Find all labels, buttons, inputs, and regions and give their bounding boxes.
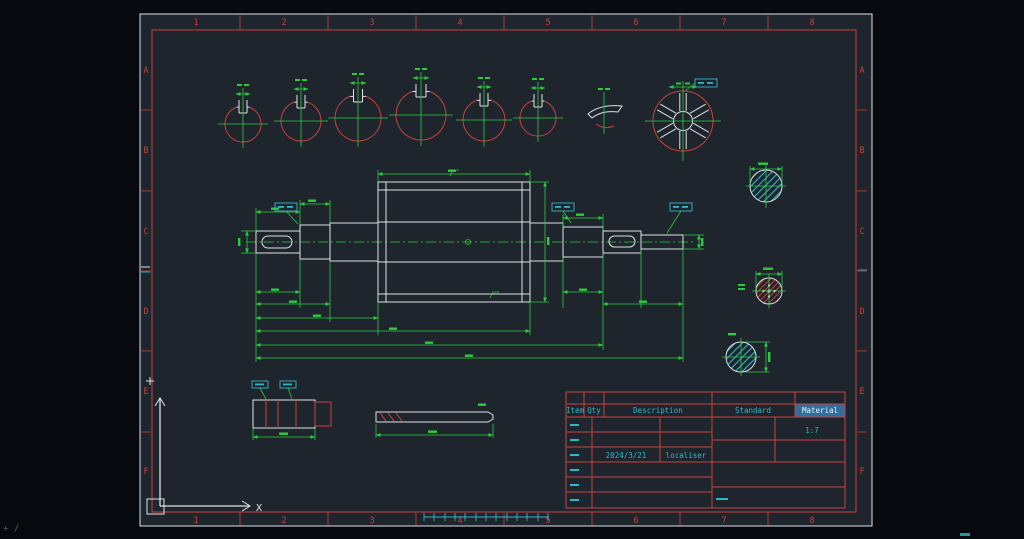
shaft-end-detail-view[interactable] [251,380,332,440]
cross-section-view-1[interactable] [746,162,786,209]
parts-header-standard: Standard [735,406,771,415]
section-view-4[interactable] [389,68,453,146]
zone-letter: C [143,227,148,237]
title-block-part-name: localiser [666,451,707,460]
zone-number: 4 [457,516,462,526]
section-view-1[interactable] [218,84,268,148]
shaft-callouts [274,202,693,234]
zone-number: 2 [281,516,286,526]
zone-number: 6 [633,516,638,526]
dimension-lines [238,169,704,360]
section-view-6[interactable] [513,78,563,142]
zone-letter: F [859,467,864,477]
parts-list-table: Item Qty Description Standard Material [565,391,846,418]
title-block[interactable]: Item Qty Description Standard Material [565,391,846,509]
zone-letter: B [859,146,864,156]
zone-number: 1 [193,18,198,28]
zone-letter: D [859,307,864,317]
zone-number: 2 [281,18,286,28]
drawing-frame [141,15,867,525]
section-view-5[interactable] [456,77,512,147]
zone-letter: F [143,467,148,477]
gear-end-view[interactable] [645,78,721,161]
view-center-mark [146,377,154,385]
zone-number: 6 [633,18,638,28]
zone-labels-left: A B C D E F [143,66,148,477]
zone-letter: E [143,387,148,397]
zone-number: 3 [369,18,374,28]
taskbar-indicator [960,533,970,536]
section-view-3[interactable] [328,73,388,147]
zone-number: 4 [457,18,462,28]
zone-number: 8 [809,516,814,526]
gear-spokes [656,93,710,149]
zone-number: 7 [721,516,726,526]
main-shaft-view[interactable] [238,169,704,363]
section-views-row [218,68,563,148]
zone-letter: D [143,307,148,317]
drawing-sheet[interactable] [139,13,873,527]
title-block-scale: 1:7 [805,426,819,435]
zone-labels-top: 1 2 3 4 5 6 7 8 [193,18,814,28]
fold-marks [423,513,549,521]
zone-letter: B [143,146,148,156]
zone-labels-right: A B C D E F [859,66,864,477]
material-header-highlight [795,404,845,417]
title-block-grid [565,416,846,509]
cross-section-view-3[interactable] [722,333,771,376]
zone-number: 3 [369,516,374,526]
ucs-icon[interactable]: X [146,377,262,515]
parts-header-description: Description [633,406,683,415]
x-axis-label: X [256,503,262,514]
parts-header-material: Material [802,406,838,415]
section-view-2[interactable] [274,79,328,147]
zone-number: 8 [809,18,814,28]
parts-header-qty: Qty [587,406,601,415]
key-profile-view[interactable] [587,88,623,134]
title-block-date: 2024/3/21 [606,451,647,460]
zone-number: 1 [193,516,198,526]
statusbar-marks: + / [3,524,20,534]
zone-number: 7 [721,18,726,28]
zone-number: 5 [545,18,550,28]
zone-letter: A [143,66,148,76]
gear-callout [684,78,718,92]
parts-header-item: Item [566,406,585,415]
zone-letter: C [859,227,864,237]
ucs-origin-box[interactable] [146,498,165,515]
zone-letter: A [859,66,864,76]
zone-letter: E [859,387,864,397]
key-detail-view[interactable] [375,403,494,439]
cross-section-view-2[interactable] [738,267,786,309]
